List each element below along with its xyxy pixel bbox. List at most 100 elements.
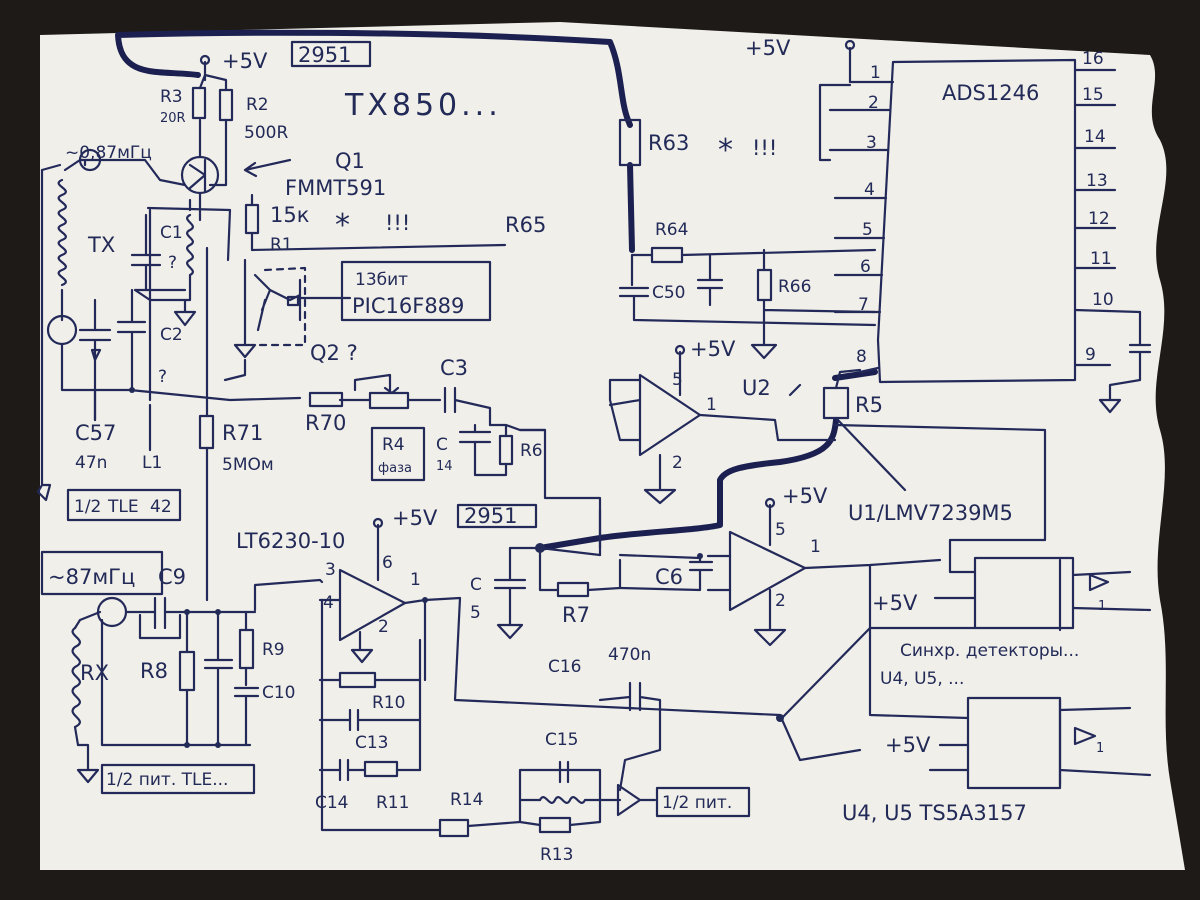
l1-label: L1 xyxy=(142,453,162,473)
sync-det-cross xyxy=(778,626,977,722)
sync-det-box-1 xyxy=(973,556,1075,630)
plus5-sd2-label: +5V xyxy=(885,733,931,757)
junction-e xyxy=(697,553,703,559)
left-to-q1-wire xyxy=(146,206,232,262)
lt-pin2: 2 xyxy=(378,617,389,637)
r4-wiper xyxy=(338,373,442,402)
u1-pin5: 5 xyxy=(775,520,786,540)
q1-leads xyxy=(188,118,207,222)
u1-opamp xyxy=(728,530,807,612)
tx-freq-label: ~0,87мГц xyxy=(65,143,152,163)
c13-label: C13 xyxy=(355,733,389,753)
junction-main xyxy=(535,543,545,553)
feedback-rails xyxy=(318,598,442,832)
q1-arrow xyxy=(243,158,292,178)
adc-plus5-node xyxy=(844,39,856,51)
r6-label: R6 xyxy=(520,441,543,461)
adc-pin-9: 9 xyxy=(1085,345,1096,365)
c3-label: C3 xyxy=(440,356,468,380)
plus5-u1-label: +5V xyxy=(782,484,828,508)
adc-pin-8: 8 xyxy=(856,347,867,367)
r71-label: R71 xyxy=(222,421,263,445)
mcu-label: PIC16F889 xyxy=(352,294,464,318)
adc-pin-6: 6 xyxy=(860,257,871,277)
box-2951-mid-label: 2951 xyxy=(464,504,517,528)
left-rail xyxy=(36,168,52,502)
q-mark-1: ? xyxy=(168,253,177,273)
r70-label: R70 xyxy=(305,411,346,435)
junction-d xyxy=(422,597,428,603)
adc-pin-7: 7 xyxy=(858,295,869,315)
star-1: * xyxy=(335,208,354,243)
half-pit-box xyxy=(655,786,751,818)
c16-capacitor xyxy=(598,681,662,792)
c10-capacitor xyxy=(233,686,260,747)
r13-wires xyxy=(518,798,602,827)
star-2: * xyxy=(718,133,737,168)
r7-label: R7 xyxy=(562,603,590,627)
adc-pin-11: 11 xyxy=(1090,249,1112,269)
excl-2: !!! xyxy=(752,136,777,160)
sd-out-2: 1 xyxy=(1096,741,1104,756)
adc-pin-14: 14 xyxy=(1084,127,1106,147)
rx-freq-box xyxy=(40,550,164,596)
r63-lower-wire xyxy=(627,162,635,253)
c9-label: C9 xyxy=(158,565,186,589)
plus5-mid-label: +5V xyxy=(392,506,438,530)
u2-pin2: 2 xyxy=(672,453,683,473)
q2-transistor xyxy=(253,273,302,332)
half-pit-tle-box xyxy=(100,763,256,795)
rc-coil xyxy=(538,796,602,804)
c6-label: C6 xyxy=(655,565,683,589)
adc-pin-10: 10 xyxy=(1092,290,1114,310)
tx-coil-mark xyxy=(78,148,102,172)
sync-det-1-wires xyxy=(833,423,1152,632)
adc-pin-16: 16 xyxy=(1082,49,1104,69)
adc-pin-13: 13 xyxy=(1086,171,1108,191)
rx-label: RX xyxy=(80,661,109,685)
adc-pin-3: 3 xyxy=(866,133,877,153)
half-pit-buffer xyxy=(598,783,657,817)
q1-label: Q1 xyxy=(335,149,365,173)
junction-sync xyxy=(776,714,784,722)
lt-pin4: 4 xyxy=(323,593,334,613)
rx-coil xyxy=(71,626,82,747)
plus5-u2-label: +5V xyxy=(690,337,736,361)
box-2951-top xyxy=(290,40,372,68)
tx-label: TX xyxy=(87,233,115,257)
u1-pin2: 2 xyxy=(775,591,786,611)
r64-label: R64 xyxy=(655,220,688,240)
r10-label: R10 xyxy=(372,693,405,713)
r4-label: R4 xyxy=(382,435,405,455)
r63-resistor xyxy=(618,118,642,167)
rx-freq-label: ~87мГц xyxy=(48,565,135,589)
c57-value: 47n xyxy=(75,453,107,473)
c14-number: 14 xyxy=(436,459,453,474)
c14-label: C xyxy=(436,435,448,455)
c1-label: C1 xyxy=(160,223,183,243)
box-2951-mid xyxy=(456,503,538,529)
r4-box xyxy=(370,426,426,482)
c14b-capacitor xyxy=(318,758,422,782)
tx850-label: TX850... xyxy=(344,88,502,123)
feedback-wire xyxy=(115,29,633,128)
r3-value: 20R xyxy=(160,111,186,126)
excl-1: !!! xyxy=(385,211,410,235)
half-pit-tle-label: 1/2 пит. TLE... xyxy=(106,770,228,790)
mid-feed-wire xyxy=(518,428,602,550)
lt6230-plus5-node xyxy=(372,517,384,529)
plus5-sd1-label: +5V xyxy=(872,591,918,615)
q2-to-mcu xyxy=(223,258,352,382)
c16-label: C16 xyxy=(548,657,582,677)
r71-value: 5MOм xyxy=(222,455,274,475)
adc-pin-4: 4 xyxy=(864,180,875,200)
c9-capacitor xyxy=(143,596,257,630)
r8-label: R8 xyxy=(140,659,168,683)
r11-label: R11 xyxy=(376,793,409,813)
u1-plus5-node xyxy=(764,497,776,509)
c5-capacitor xyxy=(493,546,542,640)
r63-label: R63 xyxy=(648,131,689,155)
plus5-node-top xyxy=(199,54,211,66)
